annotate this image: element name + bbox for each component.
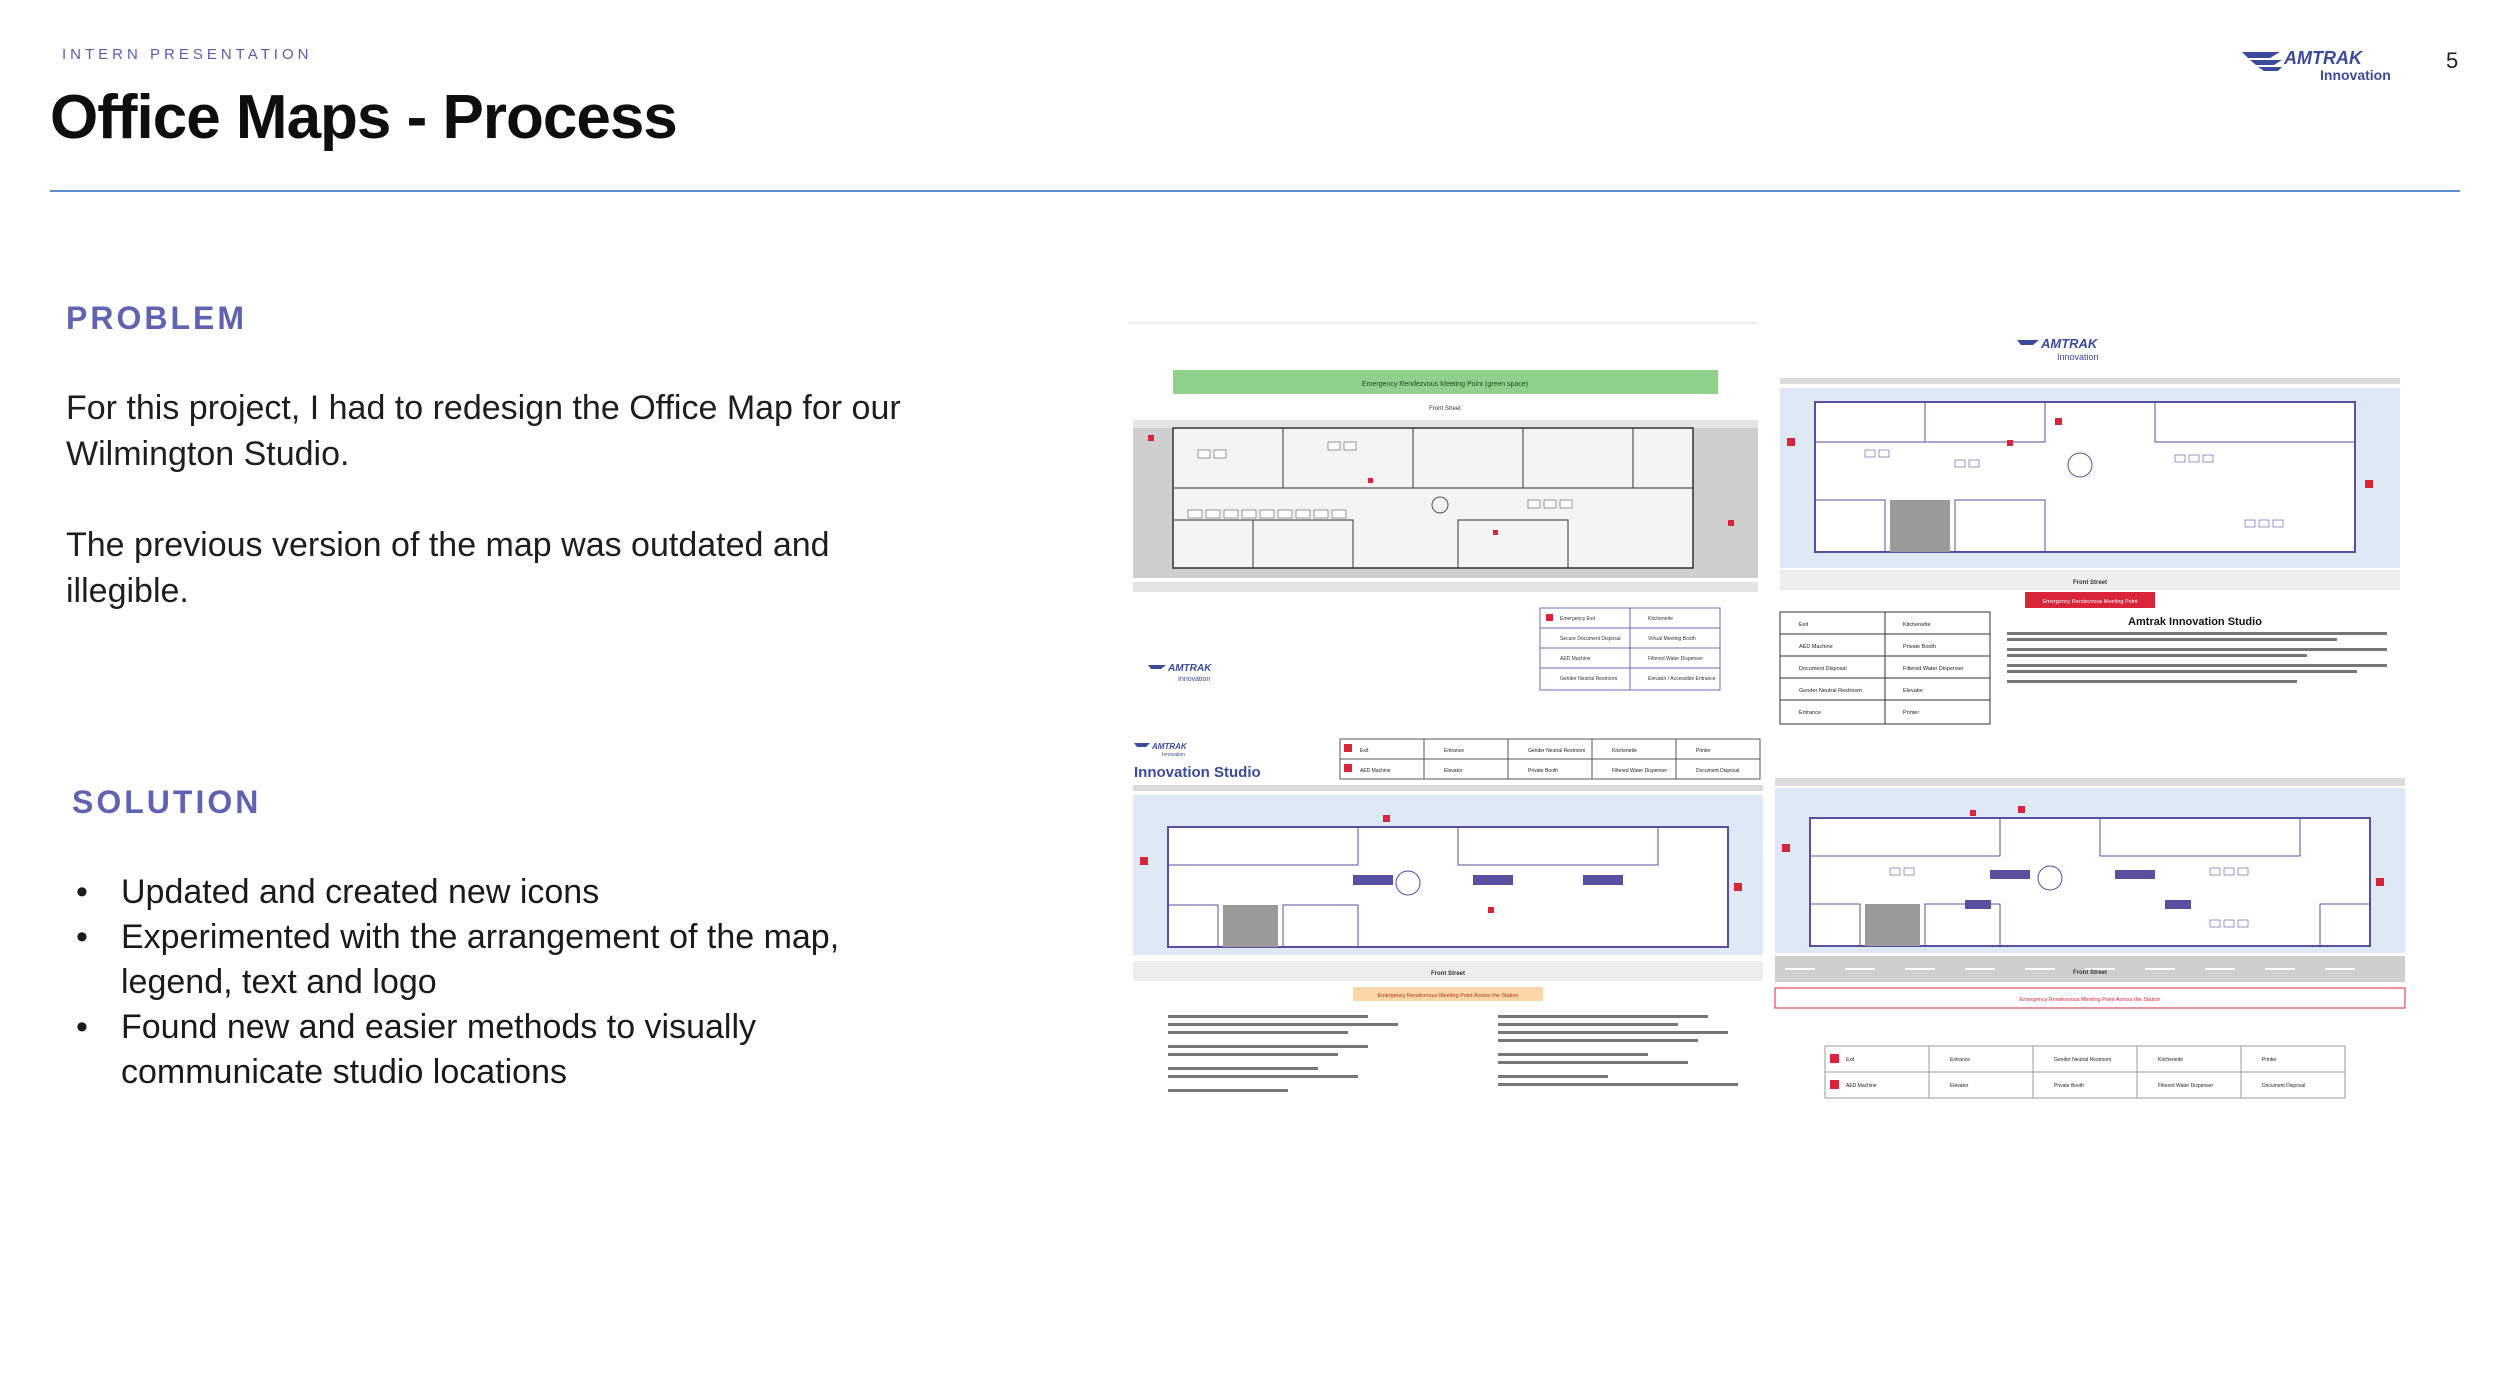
- map2-legend-item: Filtered Water Dispenser: [1903, 666, 1964, 672]
- map3-legend-item: Gender Neutral Restroom: [1528, 748, 1585, 754]
- solution-list: Updated and created new icons Experiment…: [66, 870, 941, 1095]
- solution-bullet: Updated and created new icons: [66, 870, 941, 915]
- map3-legend-item: Entrance: [1444, 748, 1464, 754]
- solution-bullet: Experimented with the arrangement of the…: [66, 915, 941, 1005]
- map2-legend-item: Document Disposal: [1799, 666, 1847, 672]
- map2-legend-item: Entrance: [1799, 710, 1821, 716]
- map4-banner: Emergency Rendezvous Meeting Point Acros…: [2020, 997, 2161, 1003]
- page-title: Office Maps - Process: [50, 83, 678, 152]
- map2-brand: AMTRAK: [2040, 336, 2099, 351]
- map4-legend-item: Private Booth: [2054, 1083, 2084, 1089]
- logo-sub-text: Innovation: [2320, 67, 2391, 83]
- map1-brand: AMTRAK: [1167, 663, 1212, 674]
- map4-legend-item: AED Machine: [1846, 1083, 1877, 1089]
- office-map-version-2: AMTRAK Innovation Front Street Emergency…: [1775, 330, 2405, 730]
- solution-heading: SOLUTION: [72, 784, 262, 820]
- map4-legend-item: Kitchenette: [2158, 1057, 2183, 1063]
- map3-banner: Emergency Rendezvous Meeting Point Acros…: [1378, 993, 1519, 999]
- map4-street: Front Street: [2073, 970, 2107, 976]
- map1-legend-item: Emergency Exit: [1560, 616, 1596, 622]
- map2-legend-item: AED Machine: [1799, 644, 1833, 650]
- map3-legend-item: Document Disposal: [1696, 768, 1739, 774]
- map3-legend-item: Elevator: [1444, 768, 1463, 774]
- map4-legend-item: Document Disposal: [2262, 1083, 2305, 1089]
- map2-brand-sub: Innovation: [2057, 352, 2099, 362]
- map4-legend-item: Gender Neutral Restroom: [2054, 1057, 2111, 1063]
- map2-legend-item: Printer: [1903, 710, 1919, 716]
- map3-brand-sub: Innovation: [1162, 752, 1185, 758]
- map4-legend-item: Entrance: [1950, 1057, 1970, 1063]
- problem-paragraph-2: The previous version of the map was outd…: [66, 526, 830, 610]
- map1-legend-item: Filtered Water Dispenser: [1648, 656, 1703, 662]
- map2-banner: Emergency Rendezvous Meeting Point: [2042, 599, 2138, 605]
- map3-legend-item: Filtered Water Dispenser: [1612, 768, 1667, 774]
- page-number: 5: [2446, 48, 2459, 73]
- map1-legend-item: Kitchenette: [1648, 616, 1673, 622]
- solution-bullet: Found new and easier methods to visually…: [66, 1005, 941, 1095]
- problem-paragraph-1: For this project, I had to redesign the …: [66, 389, 901, 473]
- map3-legend-item: Exit: [1360, 748, 1369, 754]
- map3-brand: AMTRAK: [1151, 742, 1188, 751]
- map3-street: Front Street: [1431, 971, 1465, 977]
- office-map-version-3: AMTRAK Innovation Innovation Studio Exit…: [1128, 735, 1768, 1125]
- map4-legend-item: Printer: [2262, 1057, 2277, 1063]
- office-map-version-4: Front Street Emergency Rendezvous Meetin…: [1770, 770, 2410, 1115]
- map3-legend-item: Kitchenette: [1612, 748, 1637, 754]
- map3-title: Innovation Studio: [1134, 764, 1261, 781]
- map2-legend-item: Gender Neutral Restroom: [1799, 688, 1862, 694]
- map1-legend-item: Secure Document Disposal: [1560, 636, 1621, 642]
- map2-info-title: Amtrak Innovation Studio: [2128, 616, 2262, 628]
- map1-legend-item: Elevator / Accessible Entrance: [1648, 676, 1716, 682]
- map1-legend-item: AED Machine: [1560, 656, 1591, 662]
- map3-legend-item: Printer: [1696, 748, 1711, 754]
- map4-legend-item: Elevator: [1950, 1083, 1969, 1089]
- map1-brand-sub: Innovation: [1178, 676, 1210, 683]
- map2-legend-item: Kitchenette: [1903, 622, 1931, 628]
- map4-legend-item: Filtered Water Dispenser: [2158, 1083, 2213, 1089]
- map1-street-top: Front Street: [1429, 406, 1461, 412]
- map1-legend-item: Gender Neutral Restroom: [1560, 676, 1617, 682]
- title-divider: [50, 190, 2460, 192]
- map4-legend-item: Exit: [1846, 1057, 1855, 1063]
- map1-legend-item: Virtual Meeting Booth: [1648, 636, 1696, 642]
- map3-legend-item: AED Machine: [1360, 768, 1391, 774]
- map2-street: Front Street: [2073, 580, 2107, 586]
- map1-banner: Emergency Rendezvous Meeting Point (gree…: [1362, 381, 1528, 388]
- office-map-version-1: Emergency Rendezvous Meeting Point (gree…: [1128, 320, 1763, 700]
- logo-brand-text: AMTRAK: [2283, 48, 2364, 68]
- eyebrow-label: INTERN PRESENTATION: [62, 46, 313, 63]
- problem-heading: PROBLEM: [66, 300, 247, 336]
- map2-legend-item: Elevator: [1903, 688, 1923, 694]
- amtrak-logo: AMTRAK Innovation: [2242, 48, 2391, 83]
- map2-legend-item: Exit: [1799, 622, 1809, 628]
- map3-legend-item: Private Booth: [1528, 768, 1558, 774]
- map2-legend-item: Private Booth: [1903, 644, 1936, 650]
